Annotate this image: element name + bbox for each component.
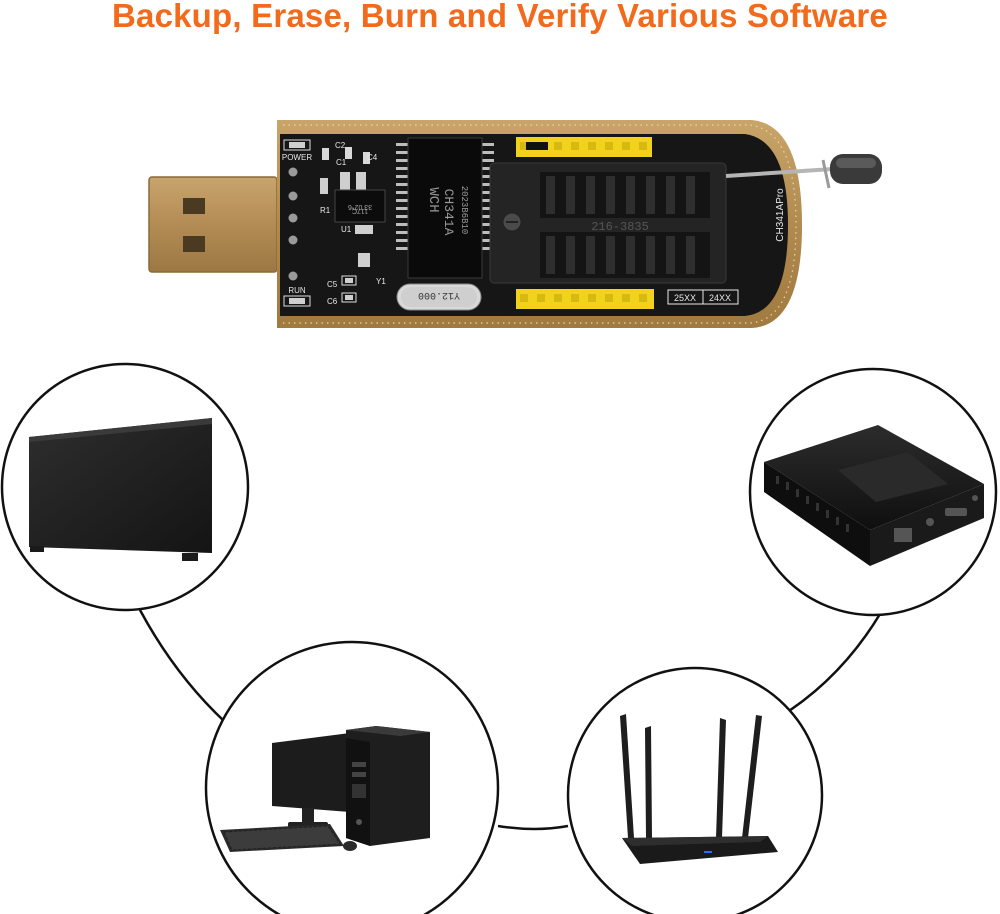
ch341a-programmer: POWER RUN C2 C1 C4 R1 33 02*6 117C U1 C5	[148, 120, 882, 328]
eeprom-25xx-label: 25XX	[674, 293, 696, 303]
board-name: CH341APro	[775, 188, 786, 242]
c5-label: C5	[327, 280, 338, 289]
tv-device	[0, 362, 250, 612]
y1-label: Y1	[376, 277, 386, 286]
router-icon	[620, 714, 778, 864]
usb-pads	[288, 167, 298, 281]
connector-router-box	[777, 613, 882, 720]
top-header-pins	[516, 137, 652, 157]
connector-lines	[138, 609, 882, 831]
tv-icon	[29, 418, 212, 561]
bottom-header-pins	[516, 289, 654, 309]
u1-label: U1	[341, 225, 352, 234]
chip-brand: WCH	[425, 187, 441, 212]
c2-label: C2	[335, 141, 346, 150]
eeprom-24xx-label: 24XX	[709, 293, 731, 303]
r1-label: R1	[320, 206, 331, 215]
regulator-marking: 33 02*6	[348, 203, 372, 210]
router-device	[566, 666, 824, 914]
set-top-box-icon	[764, 425, 984, 566]
socket-marking: 216-3835	[591, 220, 649, 234]
crystal-marking: Y12.000	[418, 289, 460, 300]
regulator-code: 117C	[352, 207, 368, 214]
zif-socket: 216-3835	[489, 162, 727, 284]
desktop-computer-device	[204, 640, 500, 914]
run-label: RUN	[288, 286, 306, 295]
zif-lever	[725, 154, 882, 189]
headline: Backup, Erase, Burn and Verify Various S…	[111, 0, 888, 34]
c4-label: C4	[367, 153, 378, 162]
ch341a-chip	[407, 137, 483, 279]
usb-plug	[148, 176, 278, 273]
chip-pins	[396, 143, 494, 250]
connector-pc-router	[497, 824, 569, 831]
power-label: POWER	[282, 153, 312, 162]
desktop-computer-icon	[220, 726, 430, 852]
connector-tv-pc	[138, 609, 226, 723]
c6-label: C6	[327, 297, 338, 306]
chip-date: 2023B6B10	[459, 186, 469, 235]
chip-model: CH341A	[441, 189, 456, 236]
set-top-box-device	[748, 367, 998, 617]
router-circle	[566, 666, 824, 914]
c1-label: C1	[336, 158, 347, 167]
